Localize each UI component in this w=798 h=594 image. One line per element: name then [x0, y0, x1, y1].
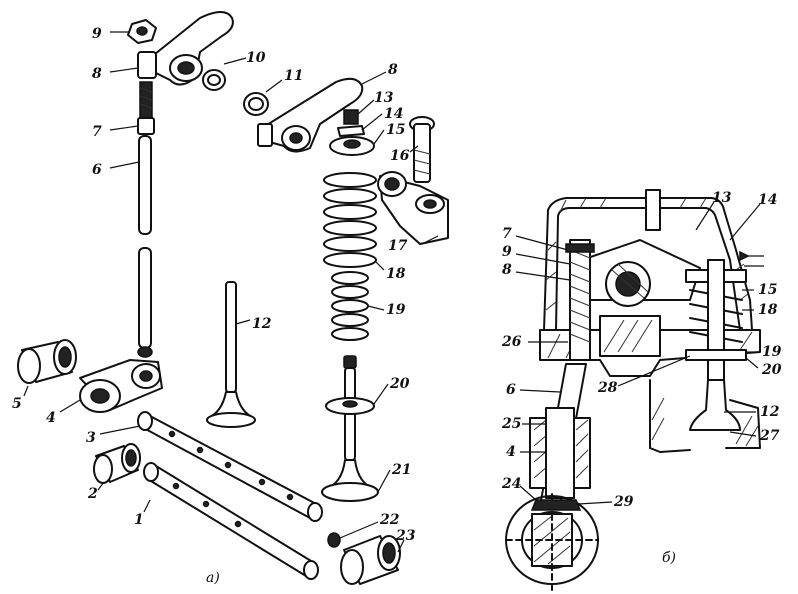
push-rod [137, 135, 153, 358]
label-b-8: 8 [502, 262, 512, 278]
label-a-7: 7 [92, 124, 102, 140]
label-a-18: 18 [386, 266, 406, 282]
label-a-23: 23 [395, 528, 416, 544]
label-b-29: 29 [613, 494, 634, 510]
bushing-23 [340, 535, 401, 585]
outer-spring-18 [323, 172, 377, 268]
label-a-10: 10 [246, 50, 266, 66]
label-b-13: 13 [712, 190, 732, 206]
label-a-9: 9 [92, 26, 102, 42]
valve-spring-section [685, 250, 764, 431]
label-a-8-right: 8 [388, 62, 398, 78]
caption-a: а) [206, 570, 220, 586]
plug-22 [327, 532, 341, 548]
label-a-16: 16 [390, 148, 410, 164]
label-b-4: 4 [506, 444, 516, 460]
label-a-21: 21 [391, 462, 411, 478]
label-a-12: 12 [252, 316, 272, 332]
label-b-12: 12 [760, 404, 780, 420]
tappet-guide-section [529, 407, 591, 499]
leader-lines-a [23, 31, 439, 553]
label-b-27: 27 [759, 428, 780, 444]
label-a-14: 14 [384, 106, 403, 122]
label-a-1: 1 [134, 512, 144, 528]
label-b-26: 26 [501, 334, 522, 350]
rocker-section [575, 239, 701, 357]
label-b-6: 6 [506, 382, 516, 398]
bushing-2 [93, 443, 141, 484]
label-b-9: 9 [502, 244, 512, 260]
bushing-5 [17, 339, 77, 384]
bolt-16 [409, 116, 435, 183]
label-a-4: 4 [46, 410, 56, 426]
label-b-18: 18 [758, 302, 778, 318]
label-a-5: 5 [12, 396, 22, 412]
nut-part [127, 19, 157, 44]
label-a-6: 6 [92, 162, 102, 178]
ring-part [202, 69, 226, 91]
label-b-28: 28 [597, 380, 618, 396]
label-a-20: 20 [389, 376, 410, 392]
label-a-15: 15 [386, 122, 405, 138]
label-a-13: 13 [374, 90, 394, 106]
part-labels-b: 13 14 7 9 8 15 18 26 19 20 28 6 25 12 27… [501, 190, 782, 510]
label-b-14: 14 [758, 192, 777, 208]
label-b-24: 24 [501, 476, 521, 492]
label-a-8-left: 8 [92, 66, 102, 82]
label-a-19: 19 [386, 302, 406, 318]
rocker-arm-upper-right [243, 77, 364, 153]
part-labels-a: 9 8 10 11 8 13 14 15 16 7 6 17 18 19 12 … [12, 26, 416, 544]
rocker-shaft-1 [143, 462, 319, 580]
spring-washer-15 [329, 136, 375, 156]
valve-21 [321, 355, 379, 502]
label-b-20: 20 [761, 362, 782, 378]
inner-spring-19 [331, 271, 369, 341]
label-a-11: 11 [284, 68, 303, 84]
rocker-arm-upper-left [137, 11, 234, 86]
adjusting-screw-section [565, 239, 595, 361]
valve-cap-13 [343, 109, 359, 125]
label-b-15: 15 [758, 282, 777, 298]
leader-lines-b [515, 201, 761, 505]
label-b-7: 7 [502, 226, 512, 242]
label-b-25: 25 [501, 416, 521, 432]
cotter-14 [337, 125, 365, 137]
valve-12 [206, 281, 256, 428]
rocker-shaft-3 [137, 411, 323, 522]
caption-b: б) [662, 550, 676, 566]
label-a-2: 2 [87, 486, 98, 502]
rocker-arm-lower [79, 359, 163, 413]
label-b-19: 19 [762, 344, 782, 360]
adjusting-screw [137, 81, 155, 135]
label-a-22: 22 [379, 512, 400, 528]
rocker-support-17 [377, 171, 449, 245]
label-a-17: 17 [388, 238, 408, 254]
camshaft-section [505, 493, 599, 591]
label-a-3: 3 [86, 430, 96, 446]
